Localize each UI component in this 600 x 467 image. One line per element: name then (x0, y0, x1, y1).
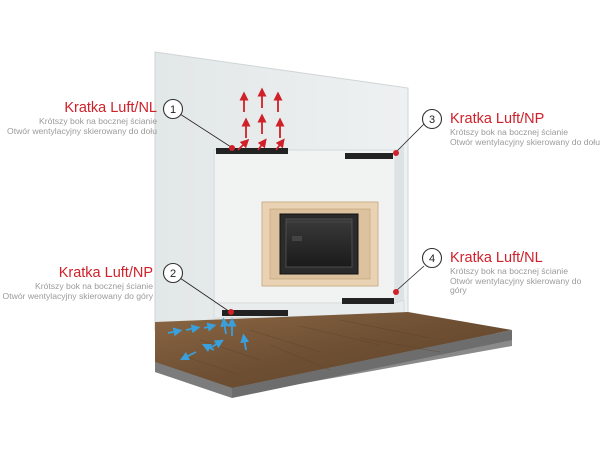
leader-lines (179, 113, 425, 313)
callout-2-line2: Otwór wentylacyjny skierowany do góry (2, 290, 153, 301)
callout-2: Kratka Luft/NP Krótszy bok na bocznej śc… (3, 265, 153, 301)
callout-1-line2: Otwór wentylacyjny skierowany do dołu (7, 125, 157, 136)
svg-text:4: 4 (429, 253, 435, 265)
floor-parquet (155, 312, 512, 388)
callout-2-line1: Krótszy bok na bocznej ścianie (35, 280, 153, 291)
callout-3-line2: Otwór wentylacyjny skierowany do dołu (450, 136, 600, 147)
callout-2-title: Kratka Luft/NP (58, 265, 153, 281)
svg-text:1: 1 (170, 104, 176, 116)
callout-1: Kratka Luft/NL Krótszy bok na bocznej śc… (7, 100, 157, 136)
callout-1-line1: Krótszy bok na bocznej ścianie (39, 115, 157, 126)
vent-grille-4 (342, 298, 394, 304)
svg-text:3: 3 (429, 114, 435, 126)
callout-4-title: Kratka Luft/NL (450, 250, 543, 266)
callout-1-title: Kratka Luft/NL (64, 100, 157, 116)
fireplace-glass (285, 218, 353, 268)
callout-3-title: Kratka Luft/NP (450, 111, 545, 127)
vent-grille-2 (222, 310, 288, 316)
cold-air-arrows (167, 317, 250, 361)
vent-grille-3 (345, 153, 393, 159)
chimney-breast-side (395, 146, 404, 303)
badge-1: 1 (162, 98, 184, 120)
callout-4-line1: Krótszy bok na bocznej ścianie (450, 265, 568, 276)
svg-text:2: 2 (170, 268, 176, 280)
vent-grille-1 (216, 148, 288, 154)
badge-4: 4 (421, 247, 443, 269)
connector-dots (228, 145, 399, 315)
callout-3-line1: Krótszy bok na bocznej ścianie (450, 126, 568, 137)
callout-3: Kratka Luft/NP Krótszy bok na bocznej śc… (450, 111, 600, 147)
hot-air-arrows (237, 87, 285, 151)
badge-2: 2 (162, 262, 184, 284)
badge-3: 3 (421, 108, 443, 130)
callout-4: Kratka Luft/NL Krótszy bok na bocznej śc… (450, 250, 600, 296)
callout-4-line2: Otwór wentylacyjny skierowany do góry (450, 275, 582, 296)
